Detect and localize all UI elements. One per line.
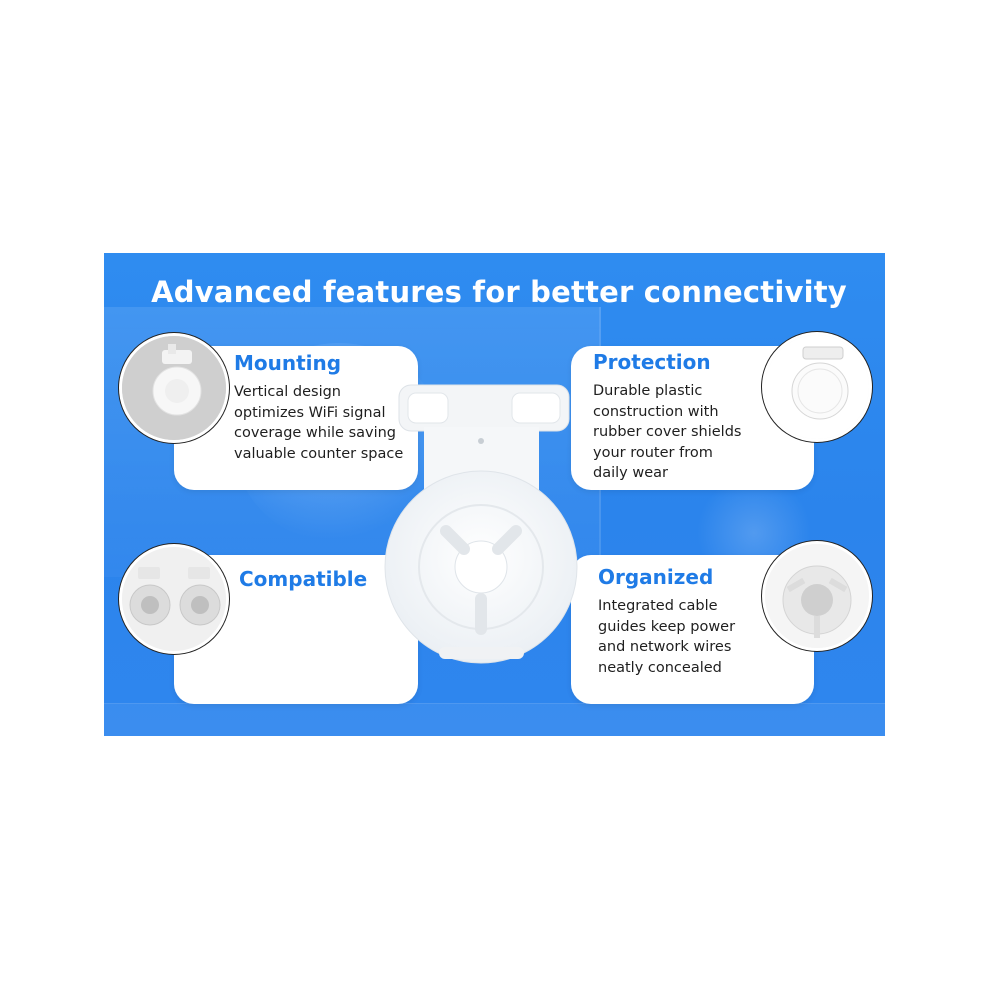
router-mount-thumbnail-icon [762, 332, 872, 442]
card-title: Mounting [234, 351, 342, 375]
card-title: Protection [593, 350, 711, 374]
card-title: Compatible [239, 567, 368, 591]
card-title: Organized [598, 565, 714, 589]
background-floor [104, 703, 885, 736]
router-wall-mount-illustration [384, 381, 579, 671]
cable-guide-thumbnail-icon [762, 541, 872, 651]
card-description: Durable plastic construction with rubber… [593, 383, 742, 481]
dual-mount-thumbnail-icon [119, 544, 229, 654]
headline: Advanced features for better connectivit… [151, 275, 847, 309]
feature-banner: Advanced features for better connectivit… [104, 253, 885, 736]
wall-mount-thumbnail-icon [119, 333, 229, 443]
card-description: Vertical design optimizes WiFi signal co… [234, 384, 404, 462]
card-description: Integrated cable guides keep power and n… [598, 598, 736, 676]
